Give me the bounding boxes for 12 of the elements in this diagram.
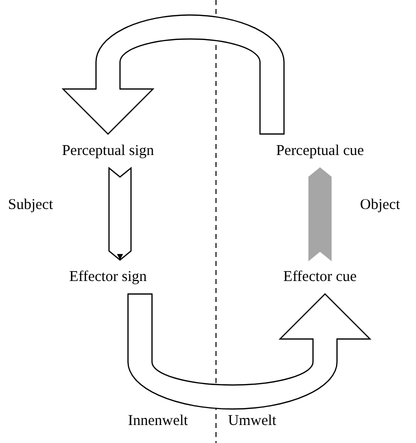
region-label: Umwelt — [228, 414, 276, 429]
chevron-arrow — [108, 166, 132, 261]
curved-arrow — [62, 14, 285, 135]
node-label: Effector sign — [69, 270, 147, 284]
region-label: Innenwelt — [128, 414, 188, 429]
curved-arrow — [127, 293, 371, 410]
region-label: Object — [360, 198, 400, 213]
region-label: Subject — [8, 198, 53, 213]
chevron-arrow — [308, 167, 332, 262]
node-label: Perceptual cue — [276, 144, 364, 158]
node-label: Perceptual sign — [62, 144, 154, 158]
node-label: Effector cue — [283, 270, 357, 284]
